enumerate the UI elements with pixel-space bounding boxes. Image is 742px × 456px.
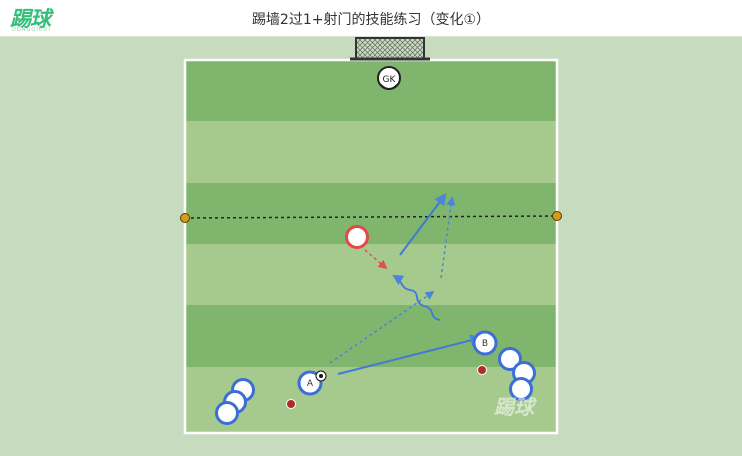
player-b-label: B: [482, 339, 488, 349]
page-title: 踢墙2过1+射门的技能练习（变化①）: [251, 12, 491, 28]
header-bar: 踢球 DONGQIUDI 踢墙2过1+射门的技能练习（变化①）: [0, 0, 742, 37]
line-marker: [180, 213, 190, 223]
goalkeeper-label: GK: [383, 75, 397, 85]
cone-marker: [477, 365, 487, 375]
run-to-goal-arrow: [399, 193, 447, 256]
goal-icon: [350, 37, 430, 61]
player-a: A: [297, 370, 323, 396]
return-pass-arrow: [440, 196, 456, 279]
player-a-label: A: [307, 379, 314, 389]
player-queue-right: [498, 347, 536, 401]
cone-marker: [286, 399, 296, 409]
brand-logo: 踢球: [10, 7, 51, 31]
player-queue-left: [215, 378, 255, 425]
defender: [345, 225, 369, 249]
player-token: [509, 377, 533, 401]
goalkeeper: GK: [377, 66, 401, 90]
watermark-logo: 踢球: [494, 395, 537, 419]
run-arrow: [337, 334, 483, 375]
brand-logo-subtext: DONGQIUDI: [12, 27, 51, 33]
offside-line: [180, 211, 562, 223]
pitch-stripe: [185, 121, 557, 183]
player-token: [215, 401, 239, 425]
line-marker: [552, 211, 562, 221]
defender-press-arrow: [364, 249, 388, 270]
dribble-arrow: [392, 274, 441, 321]
pitch-stripe: [185, 244, 557, 305]
player-b: B: [472, 330, 498, 356]
player-token: [498, 347, 522, 371]
pitch: [183, 58, 559, 435]
pitch-stripe: [185, 60, 557, 121]
pass-arrow: [329, 290, 435, 364]
ball-icon: [315, 370, 327, 382]
pitch-stripe: [185, 183, 557, 244]
